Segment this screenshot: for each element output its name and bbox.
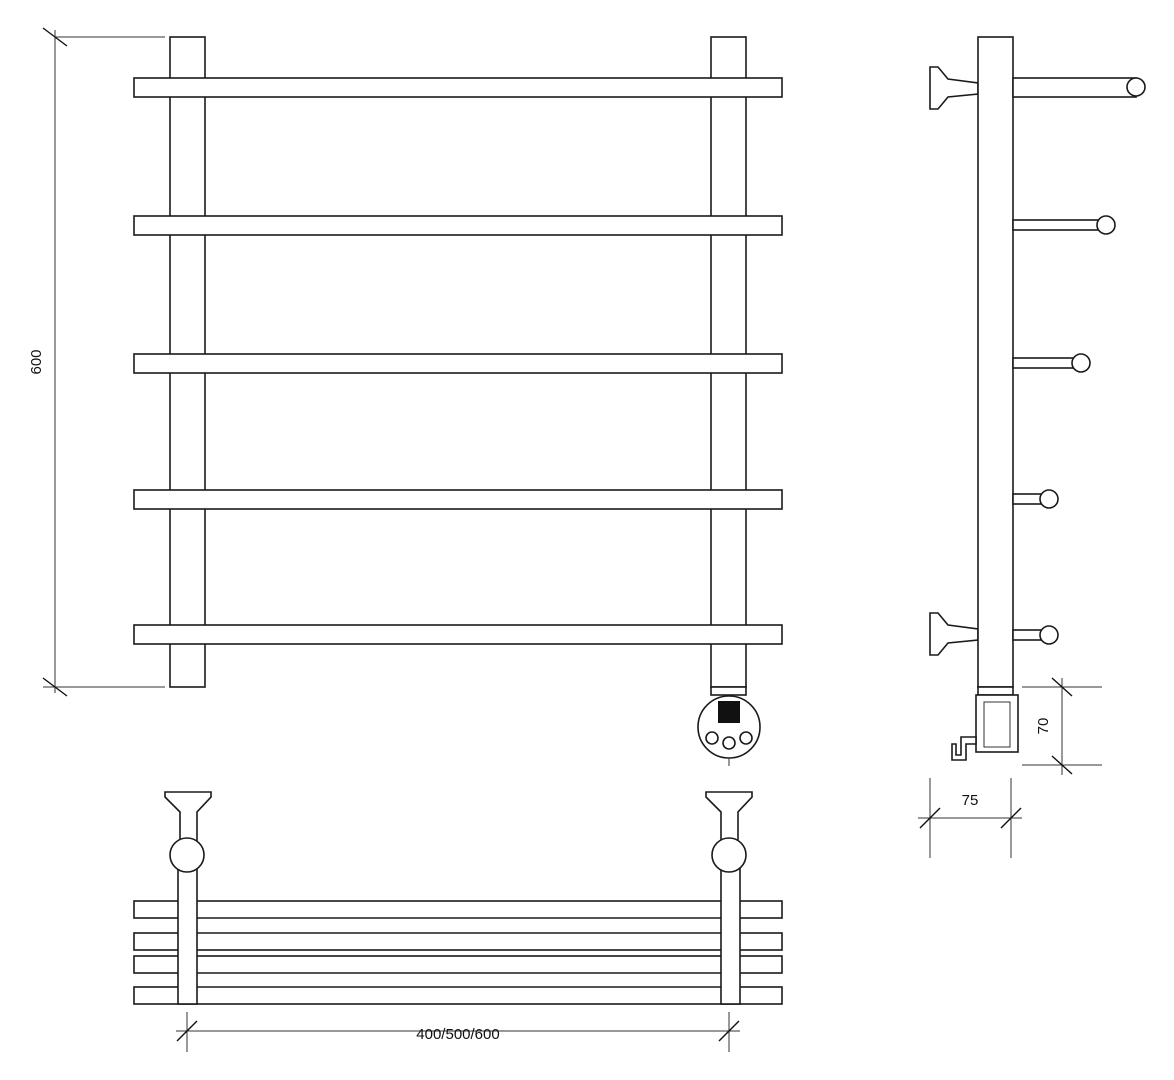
element-width-label: 75 <box>962 792 979 809</box>
control-button-middle <box>722 736 736 750</box>
side-element-cable <box>951 736 977 761</box>
control-button-left <box>705 731 719 745</box>
top-bracket-left-mount <box>169 837 205 873</box>
top-right-post <box>720 865 741 1005</box>
side-post <box>977 36 1014 688</box>
front-view <box>133 36 783 766</box>
display-icon <box>718 701 740 723</box>
top-bar-4 <box>133 986 783 1005</box>
control-button-right <box>739 731 753 745</box>
element-height-dimension: 70 <box>1022 677 1102 775</box>
top-bracket-left <box>164 791 212 846</box>
top-bar-1 <box>133 900 783 919</box>
element-width-dimension: 75 <box>918 778 1022 858</box>
front-bar-1 <box>133 77 783 98</box>
top-bar-2 <box>133 932 783 951</box>
side-view <box>929 36 1146 761</box>
width-dimension: 400/500/600 <box>176 1012 740 1052</box>
wall-bracket-bottom <box>929 612 979 656</box>
top-bracket-right-mount <box>711 837 747 873</box>
heating-element-controller <box>697 695 761 766</box>
side-bar-3-end <box>1071 353 1091 373</box>
wall-bracket-top <box>929 66 979 110</box>
top-view <box>133 791 783 1005</box>
front-bar-2 <box>133 215 783 236</box>
side-bar-5-end <box>1039 625 1059 645</box>
width-label: 400/500/600 <box>416 1026 499 1043</box>
side-bar-4-end <box>1039 489 1059 509</box>
side-element-connector <box>977 686 1014 696</box>
side-bar-1-end <box>1126 77 1146 97</box>
front-bar-5 <box>133 624 783 645</box>
front-bar-4 <box>133 489 783 510</box>
element-height-label: 70 <box>1035 718 1052 735</box>
side-element-body <box>975 694 1019 753</box>
top-bracket-right <box>705 791 753 846</box>
side-bar-1 <box>1012 77 1137 98</box>
side-bar-2-end <box>1096 215 1116 235</box>
element-connector <box>710 686 747 696</box>
height-dimension: 600 <box>28 27 165 697</box>
top-left-post <box>177 865 198 1005</box>
height-label: 600 <box>28 349 45 374</box>
side-bar-3 <box>1012 357 1082 369</box>
top-bar-3 <box>133 955 783 974</box>
front-bar-3 <box>133 353 783 374</box>
side-bar-2 <box>1012 219 1107 231</box>
